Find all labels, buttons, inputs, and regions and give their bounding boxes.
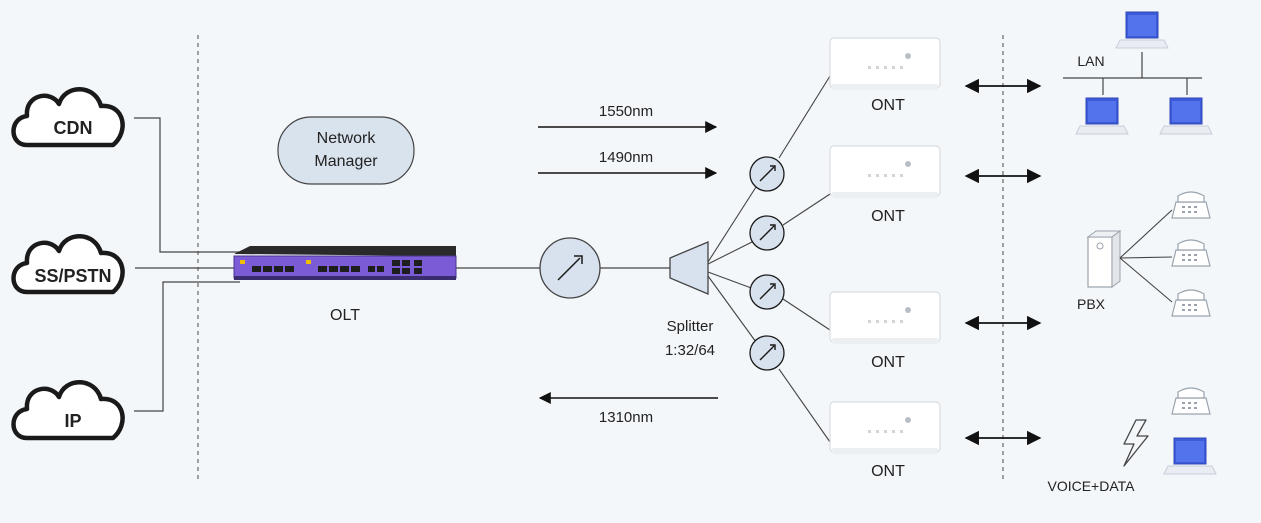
splitter-node-icon — [749, 156, 785, 192]
label-1550nm: 1550nm — [599, 103, 653, 120]
voice-data-label: VOICE+DATA — [1047, 478, 1135, 494]
ont-device-1 — [829, 37, 941, 91]
ont-label-3: ONT — [871, 354, 905, 371]
splitter-label-line1: Splitter — [667, 318, 714, 335]
fanout-lines — [707, 75, 831, 443]
splitter-node-icon — [749, 274, 785, 310]
cloud-label-ip: IP — [64, 411, 81, 431]
telephone-icon — [1171, 387, 1211, 415]
splitter-icon — [669, 241, 709, 295]
pbx-links — [1119, 209, 1173, 303]
lan-bus — [1063, 52, 1202, 95]
olt-device — [233, 246, 457, 280]
telephone-icon — [1171, 239, 1211, 267]
cloud-connections — [134, 117, 240, 412]
cloud-label-ss-pstn: SS/PSTN — [34, 266, 111, 286]
cloud-ss-pstn: SS/PSTN — [14, 236, 123, 292]
network-manager: Network Manager — [277, 116, 415, 185]
laptop-icon — [1159, 97, 1213, 135]
network-manager-line1: Network — [317, 130, 377, 147]
lan-label: LAN — [1077, 53, 1104, 69]
ont-device-4 — [829, 401, 941, 455]
telephone-icon — [1171, 289, 1211, 317]
network-manager-line2: Manager — [314, 153, 378, 170]
ont-device-2 — [829, 145, 941, 199]
telephone-icon — [1171, 191, 1211, 219]
cloud-ip: IP — [14, 382, 123, 438]
label-1310nm: 1310nm — [599, 409, 653, 426]
ont-label-4: ONT — [871, 463, 905, 480]
pbx-label: PBX — [1077, 296, 1106, 312]
ont-label-1: ONT — [871, 97, 905, 114]
laptop-icon — [1075, 97, 1129, 135]
splitter-label-line2: 1:32/64 — [665, 342, 715, 359]
cloud-cdn: CDN — [14, 89, 123, 145]
laptop-icon — [1163, 437, 1217, 475]
ont-device-3 — [829, 291, 941, 345]
lightning-icon — [1123, 419, 1149, 467]
bidirectional-arrows — [964, 78, 1042, 446]
laptop-icon — [1115, 11, 1169, 49]
ont-label-2: ONT — [871, 208, 905, 225]
splitter-node-icon — [749, 335, 785, 371]
label-1490nm: 1490nm — [599, 149, 653, 166]
olt-label: OLT — [330, 307, 360, 324]
pbx-icon — [1086, 230, 1122, 288]
cloud-label-cdn: CDN — [54, 118, 93, 138]
main-splitter-icon — [539, 237, 601, 299]
splitter-node-icon — [749, 215, 785, 251]
